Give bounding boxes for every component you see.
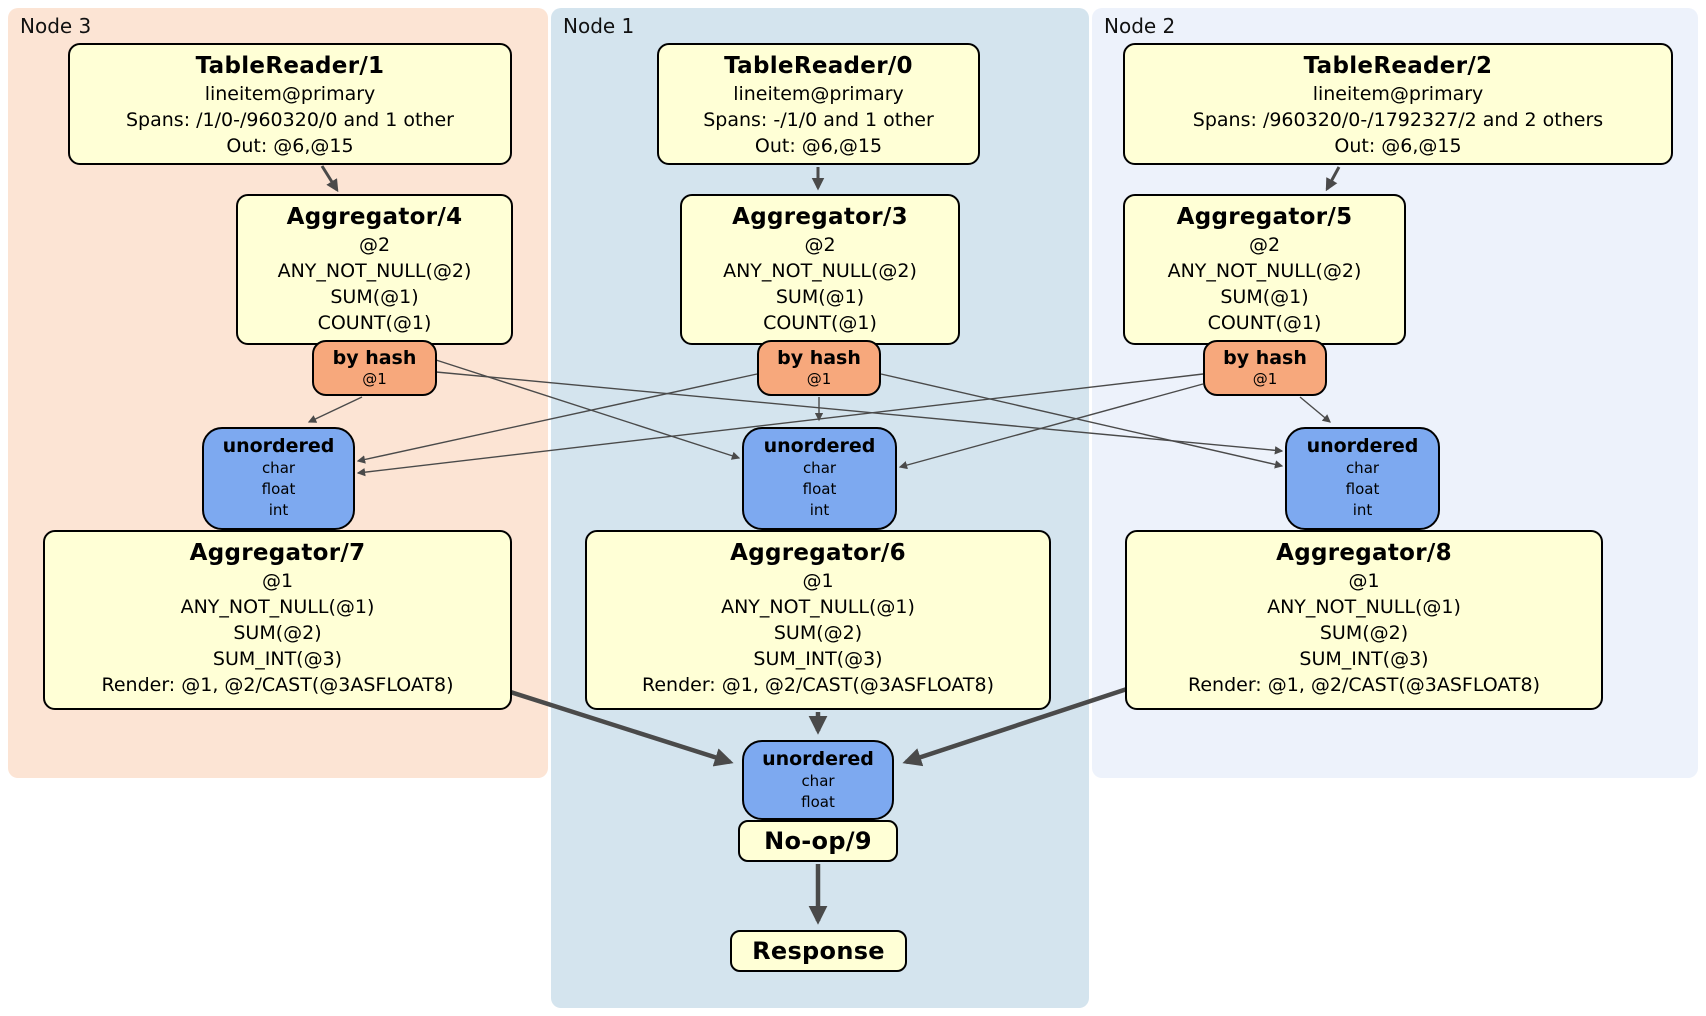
sync-col: float <box>801 793 835 811</box>
aggregator-6-title: Aggregator/6 <box>730 540 906 566</box>
tablereader-1-out: Out: @6,@15 <box>226 135 354 157</box>
aggregator-4-fn3: COUNT(@1) <box>317 312 432 334</box>
aggregator-8-fn1: ANY_NOT_NULL(@1) <box>1267 596 1461 618</box>
node1-label: Node 1 <box>563 14 635 38</box>
unordered-sync-left: unordered char float int <box>202 427 355 530</box>
tablereader-0-spans: Spans: -/1/0 and 1 other <box>703 109 934 131</box>
response-title: Response <box>752 937 885 965</box>
aggregator-3-fn3: COUNT(@1) <box>763 312 877 334</box>
aggregator-6-render: Render: @1, @2/CAST(@3ASFLOAT8) <box>642 674 994 696</box>
aggregator-5-box: Aggregator/5 @2 ANY_NOT_NULL(@2) SUM(@1)… <box>1123 194 1406 345</box>
hash-router-right-key: @1 <box>1252 370 1278 388</box>
sync-col: float <box>1345 480 1380 498</box>
aggregator-6-fn2: SUM(@2) <box>773 622 863 644</box>
aggregator-5-fn1: ANY_NOT_NULL(@2) <box>1167 260 1362 282</box>
aggregator-8-fn2: SUM(@2) <box>1319 622 1409 644</box>
tablereader-0-out: Out: @6,@15 <box>754 135 883 157</box>
aggregator-8-title: Aggregator/8 <box>1276 540 1452 566</box>
aggregator-7-box: Aggregator/7 @1 ANY_NOT_NULL(@1) SUM(@2)… <box>43 530 512 710</box>
sync-col: float <box>261 480 296 498</box>
sync-col: int <box>268 501 289 519</box>
aggregator-6-box: Aggregator/6 @1 ANY_NOT_NULL(@1) SUM(@2)… <box>585 530 1051 710</box>
hash-router-right: by hash @1 <box>1203 340 1327 396</box>
hash-router-right-title: by hash <box>1223 347 1307 369</box>
aggregator-4-group: @2 <box>358 234 391 256</box>
response-box: Response <box>730 930 907 972</box>
hash-router-middle: by hash @1 <box>757 340 881 396</box>
sync-col: char <box>1345 459 1380 477</box>
aggregator-5-group: @2 <box>1248 234 1281 256</box>
tablereader-2-title: TableReader/2 <box>1303 53 1493 79</box>
aggregator-5-fn3: COUNT(@1) <box>1207 312 1322 334</box>
tablereader-1-index: lineitem@primary <box>204 83 376 105</box>
aggregator-7-render: Render: @1, @2/CAST(@3ASFLOAT8) <box>101 674 454 696</box>
tablereader-2-box: TableReader/2 lineitem@primary Spans: /9… <box>1123 43 1673 165</box>
aggregator-7-title: Aggregator/7 <box>189 540 366 566</box>
aggregator-4-fn1: ANY_NOT_NULL(@2) <box>277 260 472 282</box>
aggregator-8-group: @1 <box>1348 570 1380 592</box>
unordered-sync-right-title: unordered <box>1306 435 1419 457</box>
hash-router-left-title: by hash <box>332 347 417 369</box>
sync-col: int <box>809 501 830 519</box>
tablereader-1-spans: Spans: /1/0-/960320/0 and 1 other <box>126 109 454 131</box>
aggregator-6-group: @1 <box>802 570 834 592</box>
aggregator-3-fn1: ANY_NOT_NULL(@2) <box>723 260 917 282</box>
aggregator-3-box: Aggregator/3 @2 ANY_NOT_NULL(@2) SUM(@1)… <box>680 194 960 345</box>
aggregator-3-fn2: SUM(@1) <box>775 286 865 308</box>
tablereader-0-index: lineitem@primary <box>733 83 904 105</box>
tablereader-1-title: TableReader/1 <box>195 53 385 79</box>
sync-col: float <box>802 480 837 498</box>
node3-label: Node 3 <box>20 14 92 38</box>
aggregator-6-fn1: ANY_NOT_NULL(@1) <box>721 596 915 618</box>
tablereader-1-box: TableReader/1 lineitem@primary Spans: /1… <box>68 43 512 165</box>
aggregator-7-fn1: ANY_NOT_NULL(@1) <box>180 596 375 618</box>
aggregator-7-group: @1 <box>261 570 294 592</box>
aggregator-4-fn2: SUM(@1) <box>330 286 419 308</box>
aggregator-4-title: Aggregator/4 <box>286 204 463 230</box>
unordered-sync-middle: unordered char float int <box>742 427 897 530</box>
hash-router-middle-title: by hash <box>777 347 861 369</box>
tablereader-0-box: TableReader/0 lineitem@primary Spans: -/… <box>657 43 980 165</box>
sync-col: int <box>1352 501 1373 519</box>
sync-col: char <box>802 459 837 477</box>
tablereader-2-spans: Spans: /960320/0-/1792327/2 and 2 others <box>1192 109 1604 131</box>
aggregator-4-box: Aggregator/4 @2 ANY_NOT_NULL(@2) SUM(@1)… <box>236 194 513 345</box>
unordered-sync-middle-title: unordered <box>763 435 876 457</box>
unordered-sync-left-title: unordered <box>222 435 335 457</box>
unordered-sync-right: unordered char float int <box>1285 427 1440 530</box>
aggregator-3-group: @2 <box>804 234 836 256</box>
aggregator-3-title: Aggregator/3 <box>732 204 908 230</box>
sync-col: char <box>261 459 296 477</box>
hash-router-middle-key: @1 <box>806 370 832 388</box>
aggregator-5-fn2: SUM(@1) <box>1220 286 1309 308</box>
tablereader-0-title: TableReader/0 <box>724 53 913 79</box>
aggregator-8-render: Render: @1, @2/CAST(@3ASFLOAT8) <box>1188 674 1540 696</box>
tablereader-2-out: Out: @6,@15 <box>1334 135 1462 157</box>
unordered-sync-final-title: unordered <box>762 748 874 770</box>
hash-router-left: by hash @1 <box>312 340 437 396</box>
aggregator-7-fn3: SUM_INT(@3) <box>212 648 343 670</box>
noop-box: No-op/9 <box>738 820 898 862</box>
hash-router-left-key: @1 <box>362 370 387 388</box>
sync-col: char <box>801 772 835 790</box>
node2-label: Node 2 <box>1104 14 1176 38</box>
aggregator-8-fn3: SUM_INT(@3) <box>1299 648 1429 670</box>
aggregator-6-fn3: SUM_INT(@3) <box>753 648 883 670</box>
tablereader-2-index: lineitem@primary <box>1312 83 1484 105</box>
aggregator-5-title: Aggregator/5 <box>1176 204 1353 230</box>
aggregator-8-box: Aggregator/8 @1 ANY_NOT_NULL(@1) SUM(@2)… <box>1125 530 1603 710</box>
noop-title: No-op/9 <box>764 827 872 855</box>
unordered-sync-final: unordered char float <box>742 740 894 820</box>
aggregator-7-fn2: SUM(@2) <box>233 622 322 644</box>
